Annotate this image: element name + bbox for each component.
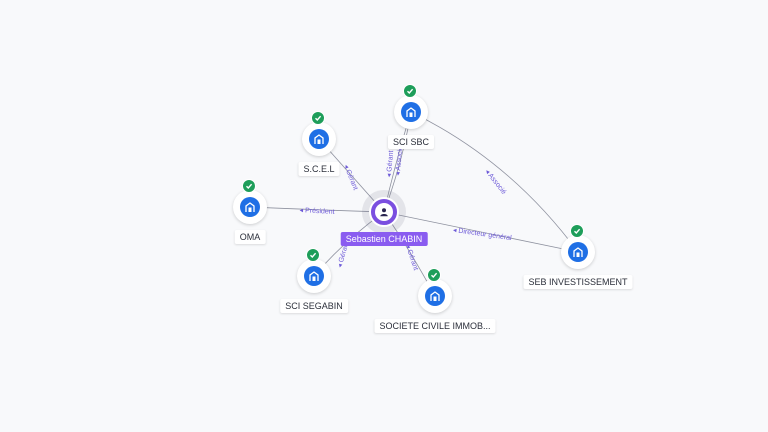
- edge-label: ◂ Gérant: [342, 164, 359, 192]
- building-icon: [309, 129, 329, 149]
- company-bubble[interactable]: [302, 111, 336, 156]
- building-icon: [568, 242, 588, 262]
- person-label[interactable]: Sebastien CHABIN: [340, 232, 428, 246]
- company-label[interactable]: SOCIETE CIVILE IMMOB...: [374, 319, 496, 333]
- company-bubble[interactable]: [418, 268, 452, 313]
- check-icon: [306, 248, 320, 262]
- company-bubble[interactable]: [233, 179, 267, 224]
- building-icon: [240, 197, 260, 217]
- edge-label: ◂ Associé: [395, 146, 405, 176]
- company-label[interactable]: SEB INVESTISSEMENT: [523, 275, 633, 289]
- company-label[interactable]: SCI SEGABIN: [280, 299, 348, 313]
- building-icon: [304, 266, 324, 286]
- person-pin[interactable]: [369, 197, 399, 227]
- edge-label: ◂ Directeur général: [452, 227, 512, 242]
- person-icon: [375, 203, 393, 221]
- company-bubble[interactable]: [297, 248, 331, 293]
- check-icon: [427, 268, 441, 282]
- building-icon: [425, 286, 445, 306]
- edge-line: [410, 111, 579, 253]
- check-icon: [570, 224, 584, 238]
- building-icon: [401, 102, 421, 122]
- company-label[interactable]: S.C.E.L: [298, 162, 340, 176]
- company-bubble[interactable]: [394, 84, 428, 129]
- check-icon: [311, 111, 325, 125]
- edge-label: ◂ Gérant: [386, 150, 395, 177]
- company-bubble[interactable]: [561, 224, 595, 269]
- company-label[interactable]: OMA: [234, 230, 266, 244]
- edge-label: ◂ Président: [299, 207, 334, 216]
- company-label[interactable]: SCI SBC: [387, 135, 435, 149]
- check-icon: [242, 179, 256, 193]
- edge-label: ◂ Gérant: [404, 244, 419, 272]
- edge-line: [383, 211, 579, 253]
- check-icon: [403, 84, 417, 98]
